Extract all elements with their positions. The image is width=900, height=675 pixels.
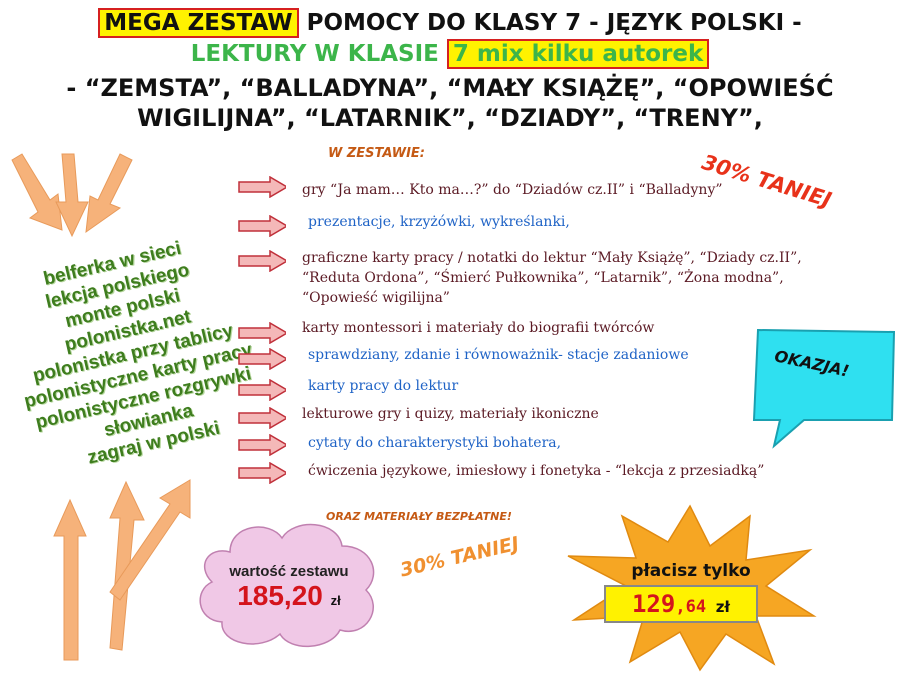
contents-item: karty montessori i materiały do biografi… xyxy=(302,318,654,338)
contents-item: sprawdziany, zdanie i równoważnik- stacj… xyxy=(308,345,689,365)
pay-currency: zł xyxy=(715,598,730,616)
pay-amount-main: 129 xyxy=(631,590,676,618)
value-cloud-icon xyxy=(199,523,375,647)
in-set-label: W ZESTAWIE: xyxy=(328,146,425,161)
offer-badge-icon xyxy=(752,328,896,449)
contents-item-line: graficzne karty pracy / notatki do lektu… xyxy=(302,250,802,266)
free-materials: ORAZ MATERIAŁY BEZPŁATNE! xyxy=(326,510,512,523)
contents-item-line: gry “Ja mam… Kto ma…?” do “Dziadów cz.II… xyxy=(302,182,723,198)
contents-item-line: “Opowieść wigilijna” xyxy=(302,290,450,306)
up-arrows-icon xyxy=(53,479,191,661)
contents-item: cytaty do charakterystyki bohatera, xyxy=(308,433,561,453)
right-arrow-icon xyxy=(238,215,286,237)
contents-item-line: karty montessori i materiały do biografi… xyxy=(302,320,655,336)
right-arrow-icon xyxy=(238,434,286,456)
contents-item-line: “Reduta Ordona”, “Śmierć Pułkownika”, “L… xyxy=(302,270,784,286)
contents-item-line: ćwiczenia językowe, imiesłowy i fonetyka… xyxy=(308,463,765,479)
discount-bottom: 30% TANIEJ xyxy=(398,532,522,582)
title-line-2-green: LEKTURY W KLASIE xyxy=(190,41,447,67)
down-arrows-icon xyxy=(11,153,133,238)
contents-item: lekturowe gry i quizy, materiały ikonicz… xyxy=(302,404,599,424)
title-highlight: MEGA ZESTAW xyxy=(98,8,299,38)
contents-item: gry “Ja mam… Kto ma…?” do “Dziadów cz.II… xyxy=(302,180,723,200)
right-arrow-icon xyxy=(238,407,286,429)
contents-item: ćwiczenia językowe, imiesłowy i fonetyka… xyxy=(308,461,764,481)
contents-item-line: sprawdziany, zdanie i równoważnik- stacj… xyxy=(308,347,689,363)
title-line-1: MEGA ZESTAW POMOCY DO KLASY 7 - JĘZYK PO… xyxy=(0,8,900,38)
contents-item: graficzne karty pracy / notatki do lektu… xyxy=(302,248,802,308)
right-arrow-icon xyxy=(238,348,286,370)
pay-label: płacisz tylko xyxy=(631,561,751,581)
right-arrow-icon xyxy=(238,462,286,484)
right-arrow-icon xyxy=(238,322,286,344)
contents-item-line: karty pracy do lektur xyxy=(308,378,459,394)
value-currency: zł xyxy=(330,593,341,608)
title-line-4: WIGILIJNA”, “LATARNIK”, “DZIADY”, “TRENY… xyxy=(137,104,763,132)
contents-item: karty pracy do lektur xyxy=(308,376,458,396)
right-arrow-icon xyxy=(238,250,286,272)
contents-item-line: lekturowe gry i quizy, materiały ikonicz… xyxy=(302,406,599,422)
contents-item-line: prezentacje, krzyżówki, wykreślanki, xyxy=(308,214,570,230)
pay-amount-cents: ,64 xyxy=(675,597,707,617)
pay-amount: 129,64 zł xyxy=(604,585,758,623)
value-label: wartość zestawu xyxy=(229,563,349,580)
value-amount: 185,20 zł xyxy=(204,580,374,612)
blog-list: belferka w sieci lekcja polskiego monte … xyxy=(0,225,278,483)
contents-item: prezentacje, krzyżówki, wykreślanki, xyxy=(308,212,570,232)
title-line-3: - “ZEMSTA”, “BALLADYNA”, “MAŁY KSIĄŻĘ”, … xyxy=(66,74,834,102)
right-arrow-icon xyxy=(238,379,286,401)
title-line-2: LEKTURY W KLASIE 7 mix kilku autorek xyxy=(0,39,900,69)
right-arrow-icon xyxy=(238,176,286,198)
contents-item-line: cytaty do charakterystyki bohatera, xyxy=(308,435,562,451)
value-amount-number: 185,20 xyxy=(237,580,323,611)
title-line-2-highlight: 7 mix kilku autorek xyxy=(446,39,710,69)
title-line-1-rest: POMOCY DO KLASY 7 - JĘZYK POLSKI - xyxy=(298,10,802,36)
